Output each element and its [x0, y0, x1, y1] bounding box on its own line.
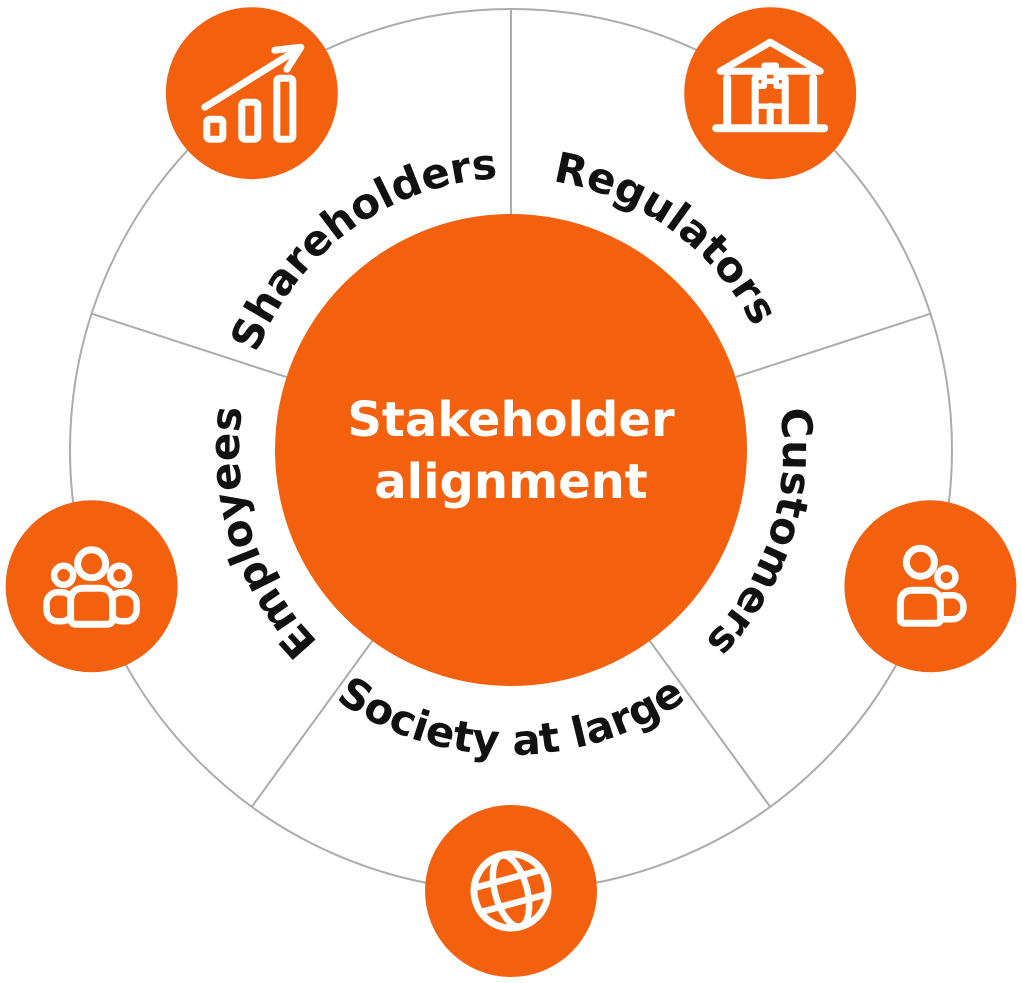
center-title-line1: Stakeholder	[347, 392, 675, 448]
segment-divider	[648, 640, 772, 808]
trend-chart-icon	[165, 7, 338, 180]
icon-circle	[684, 7, 857, 180]
segment-divider	[250, 640, 374, 808]
icon-circle	[165, 7, 338, 180]
bank-icon	[684, 7, 857, 180]
center-title-line2: alignment	[374, 454, 648, 510]
two-people-icon	[844, 500, 1017, 673]
icon-circle	[844, 500, 1017, 673]
center-circle	[275, 214, 747, 686]
globe-icon	[425, 805, 597, 977]
segment-divider	[91, 312, 287, 379]
segment-dividers	[91, 9, 931, 808]
three-people-icon	[5, 500, 178, 673]
segment-divider	[735, 312, 931, 379]
icon-circle	[425, 805, 597, 977]
